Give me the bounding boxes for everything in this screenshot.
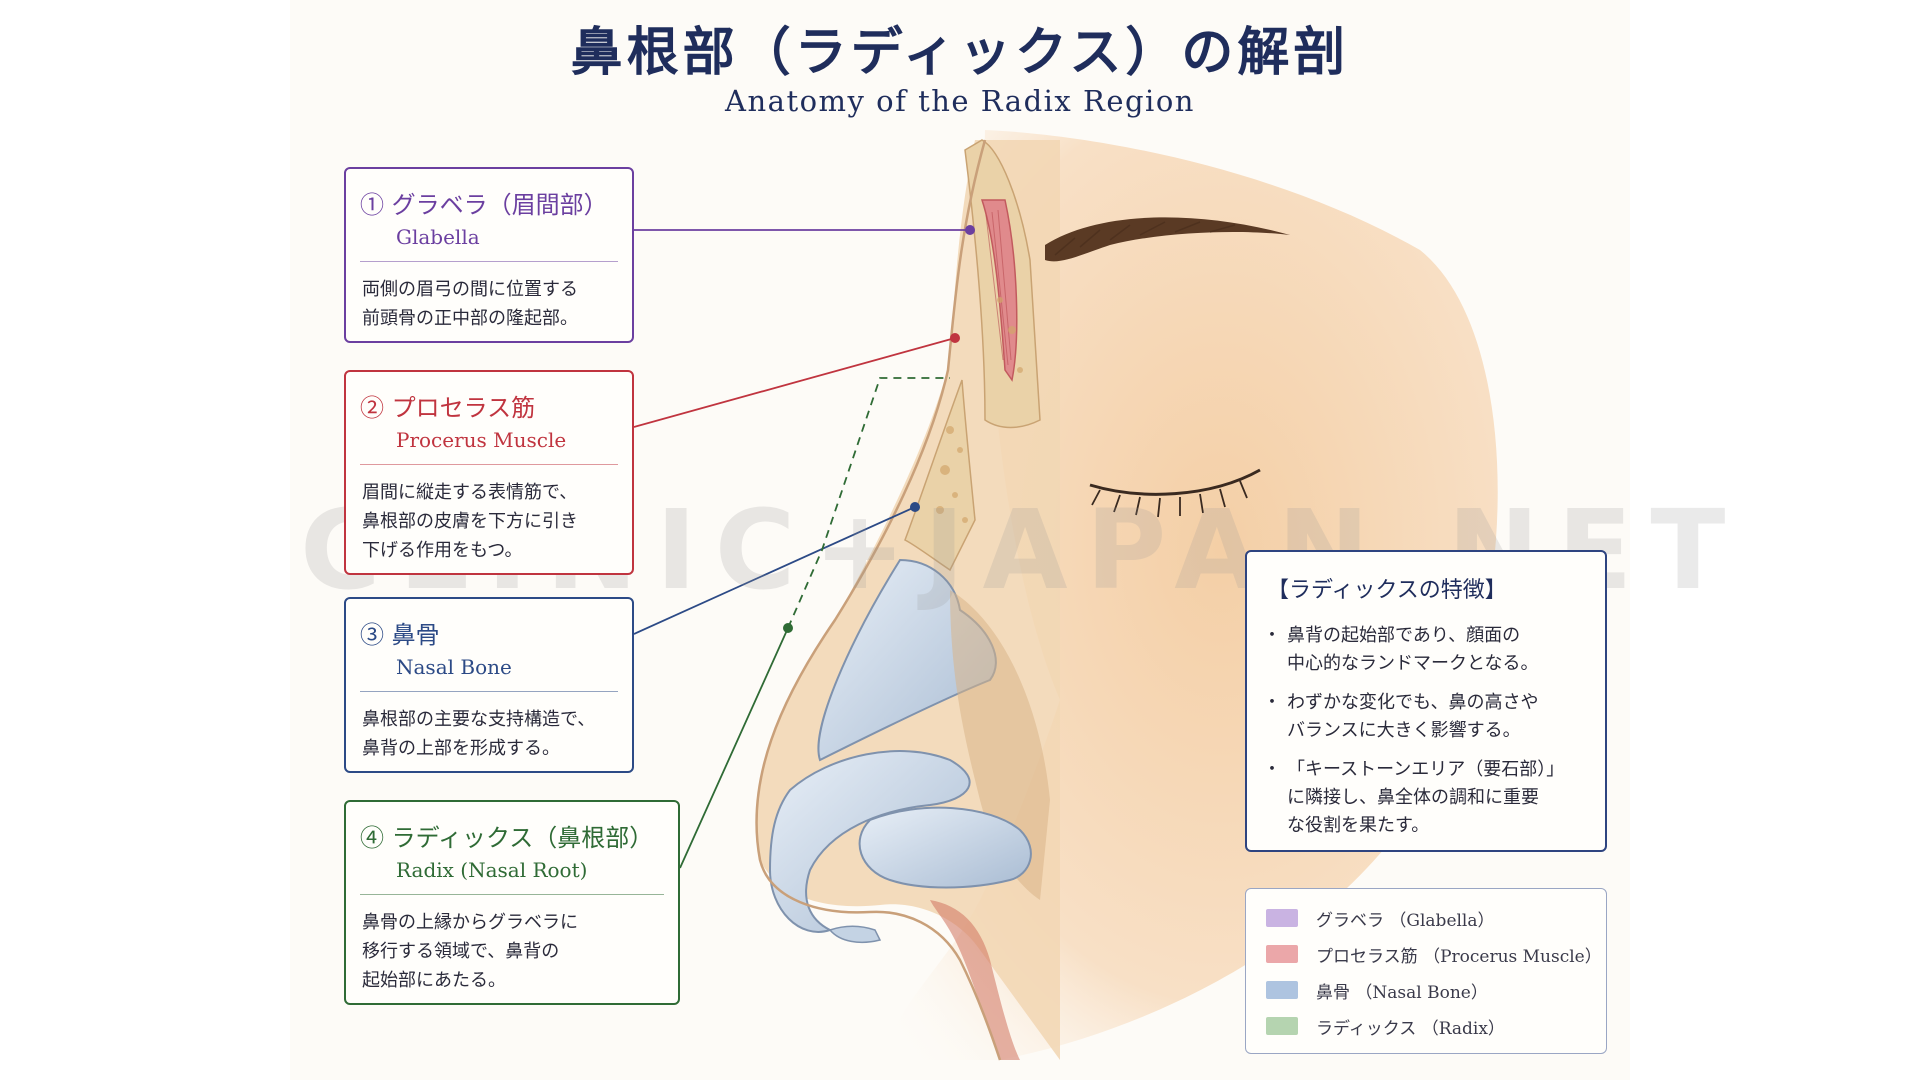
card-glabella: ① グラベラ（眉間部） Glabella 両側の眉弓の間に位置する 前頭骨の正中… bbox=[344, 167, 634, 343]
septum bbox=[950, 590, 1050, 900]
card-divider bbox=[360, 691, 618, 692]
radix-dashed-bracket bbox=[787, 377, 950, 629]
card-radix-subtitle: Radix (Nasal Root) bbox=[396, 858, 588, 882]
card-radix-title: ④ ラディックス（鼻根部） bbox=[360, 824, 654, 852]
legend-swatch bbox=[1266, 981, 1298, 999]
card-procerus-title: ② プロセラス筋 bbox=[360, 394, 536, 422]
closed-eye bbox=[1089, 468, 1261, 496]
card-procerus-subtitle: Procerus Muscle bbox=[396, 428, 567, 452]
card-procerus: ② プロセラス筋 Procerus Muscle 眉間に縦走する表情筋で、 鼻根… bbox=[344, 370, 634, 575]
card-divider bbox=[360, 261, 618, 262]
nasal-bone-leader bbox=[633, 506, 916, 635]
procerus-leader bbox=[633, 337, 956, 428]
feature-item: 「キーストーンエリア（要石部）」 に隣接し、鼻全体の調和に重要 な役割を果たす。 bbox=[1263, 756, 1591, 840]
legend-label: グラベラ （Glabella） bbox=[1316, 911, 1495, 931]
legend-label: ラディックス （Radix） bbox=[1316, 1019, 1505, 1039]
card-glabella-body: 両側の眉弓の間に位置する 前頭骨の正中部の隆起部。 bbox=[362, 279, 578, 329]
nose-profile bbox=[755, 139, 1002, 1061]
card-nasal-bone-body: 鼻根部の主要な支持構造で、 鼻背の上部を形成する。 bbox=[362, 709, 596, 759]
legend-label: 鼻骨 （Nasal Bone） bbox=[1316, 983, 1488, 1003]
nasal-bone bbox=[904, 379, 976, 572]
features-heading: 【ラディックスの特徴】 bbox=[1267, 578, 1507, 603]
nostril-shadow bbox=[930, 900, 1020, 1060]
card-radix: ④ ラディックス（鼻根部） Radix (Nasal Root) 鼻骨の上縁から… bbox=[344, 800, 680, 1005]
radix-features-box: 【ラディックスの特徴】 鼻背の起始部であり、顔面の 中心的なランドマークとなる。… bbox=[1245, 550, 1607, 852]
card-nasal-bone-title: ③ 鼻骨 bbox=[360, 621, 440, 649]
alar-cartilage bbox=[858, 806, 1032, 889]
legend-swatch bbox=[1266, 909, 1298, 927]
card-radix-body: 鼻骨の上縁からグラベラに 移行する領域で、鼻背の 起始部にあたる。 bbox=[362, 912, 578, 991]
card-glabella-title: ① グラベラ（眉間部） bbox=[360, 191, 608, 219]
radix-leader bbox=[679, 627, 789, 869]
feature-item: わずかな変化でも、鼻の高さや バランスに大きく影響する。 bbox=[1263, 689, 1591, 745]
features-list: 鼻背の起始部であり、顔面の 中心的なランドマークとなる。 わずかな変化でも、鼻の… bbox=[1263, 622, 1591, 851]
card-procerus-body: 眉間に縦走する表情筋で、 鼻根部の皮膚を下方に引き 下げる作用をもつ。 bbox=[362, 482, 578, 561]
legend: グラベラ （Glabella） プロセラス筋 （Procerus Muscle）… bbox=[1245, 888, 1607, 1054]
card-glabella-subtitle: Glabella bbox=[396, 225, 480, 249]
card-divider bbox=[360, 464, 618, 465]
card-nasal-bone: ③ 鼻骨 Nasal Bone 鼻根部の主要な支持構造で、 鼻背の上部を形成する… bbox=[344, 597, 634, 773]
legend-swatch bbox=[1266, 945, 1298, 963]
card-divider bbox=[360, 894, 664, 895]
lower-lateral-cartilage bbox=[768, 750, 971, 933]
legend-label: プロセラス筋 （Procerus Muscle） bbox=[1316, 947, 1602, 967]
legend-swatch bbox=[1266, 1017, 1298, 1035]
card-nasal-bone-subtitle: Nasal Bone bbox=[396, 655, 512, 679]
page-subtitle: Anatomy of the Radix Region bbox=[725, 84, 1195, 118]
page-title: 鼻根部（ラディックス）の解剖 bbox=[570, 22, 1350, 83]
eyebrow bbox=[1045, 217, 1290, 262]
procerus-muscle bbox=[980, 199, 1018, 382]
feature-item: 鼻背の起始部であり、顔面の 中心的なランドマークとなる。 bbox=[1263, 622, 1591, 678]
